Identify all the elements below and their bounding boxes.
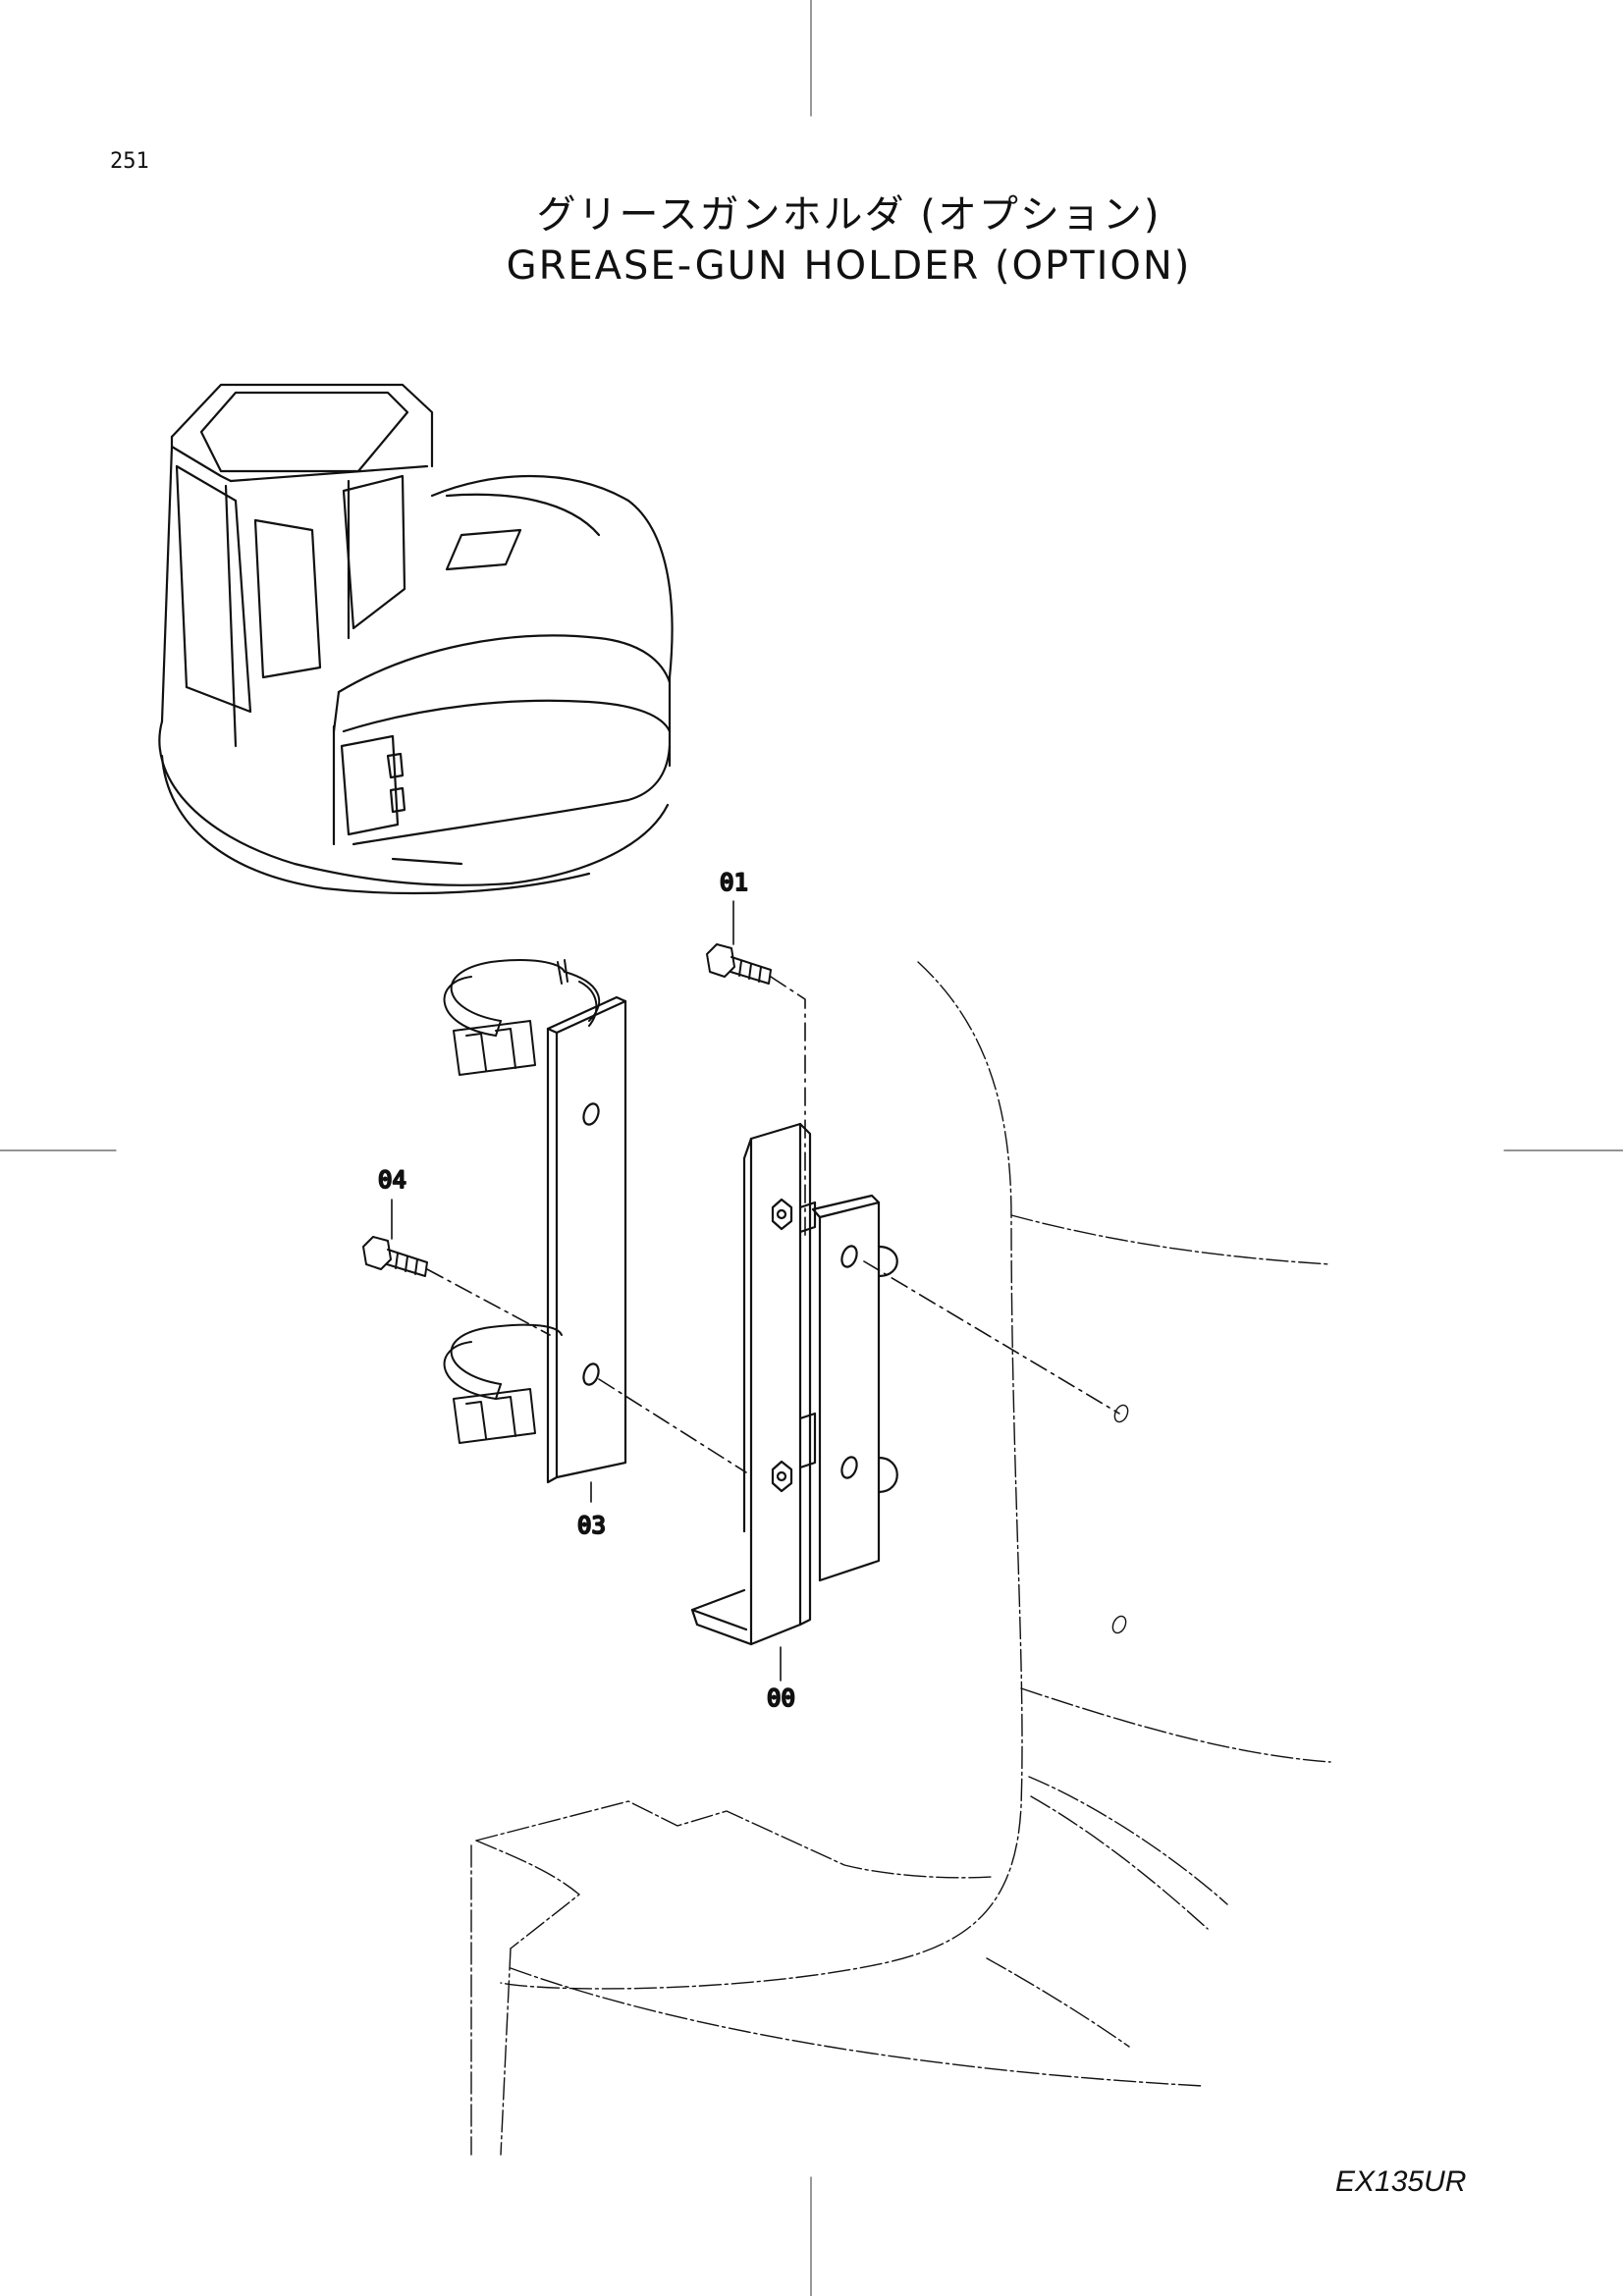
callout-04: 04 xyxy=(378,1166,406,1194)
bracket-part-00 xyxy=(690,1122,817,1646)
lower-hose-clamp xyxy=(443,1323,563,1444)
bolt-part-01 xyxy=(706,943,772,985)
title-japanese: グリースガンホルダ (オプション) xyxy=(536,192,1162,238)
title-english: GREASE-GUN HOLDER (OPTION) xyxy=(506,243,1192,289)
bracket-part-03 xyxy=(546,995,627,1484)
callout-03: 03 xyxy=(577,1512,606,1539)
assembly-lines xyxy=(426,976,1120,1473)
machine-overview-illustration xyxy=(158,383,674,895)
callout-01: 01 xyxy=(720,869,748,896)
upper-hose-clamp xyxy=(443,959,601,1076)
machine-body-outline xyxy=(470,961,1331,2156)
model-code: EX135UR xyxy=(1335,2165,1467,2198)
page-number: 251 xyxy=(110,149,149,174)
mounting-holes xyxy=(1111,1404,1129,1634)
front-plate xyxy=(811,1194,898,1582)
callout-leaders xyxy=(391,900,782,1682)
bolt-part-04 xyxy=(362,1236,428,1277)
callout-00: 00 xyxy=(767,1684,795,1712)
